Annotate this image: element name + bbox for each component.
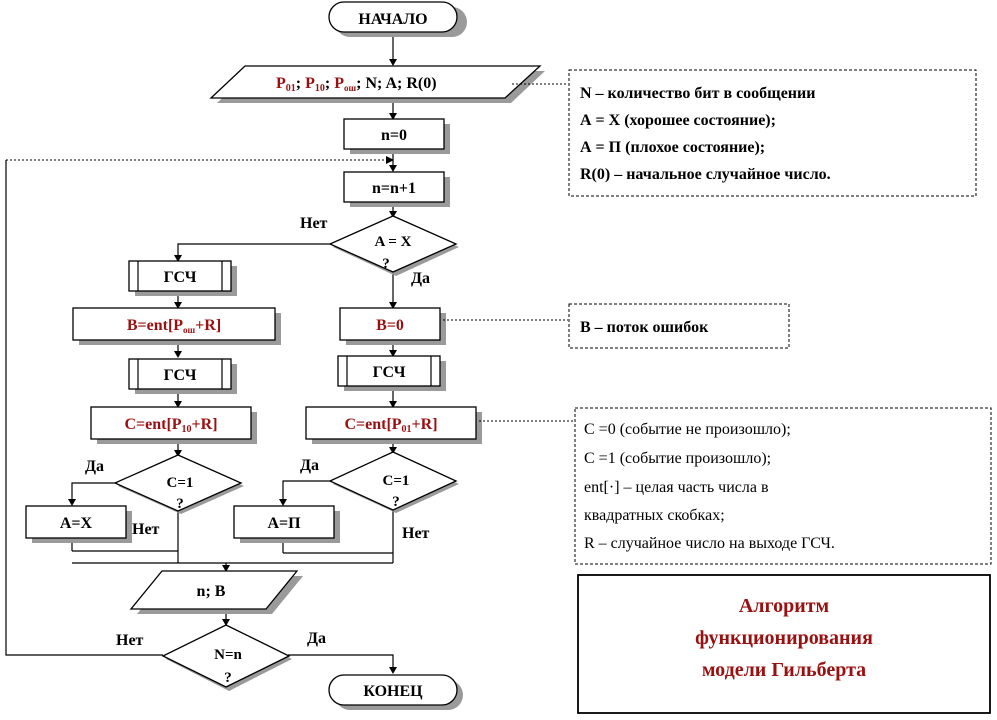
decision-event-q: ? [176, 496, 184, 512]
label-no-state: Нет [300, 215, 328, 232]
title-line: функционирования [695, 627, 873, 649]
label-yes-right: Да [300, 457, 319, 474]
increment-label: n=n+1 [372, 180, 416, 197]
decision-count-text: N=n [214, 647, 242, 663]
label-yes-state: Да [411, 270, 430, 287]
label-no-left: Нет [132, 521, 160, 538]
title-box: Алгоритм функционирования модели Гильбер… [577, 574, 991, 714]
rng-block-left-1: ГСЧ [128, 260, 237, 296]
label-yes-count: Да [307, 630, 326, 647]
label-no-right: Нет [402, 525, 430, 542]
right-error-formula: B=0 [376, 317, 404, 334]
connectors [5, 33, 394, 672]
start-label: НАЧАЛО [358, 11, 427, 28]
label-no-count: Нет [116, 632, 144, 649]
decision-count: N=n ? [161, 624, 292, 691]
set-bad-state-block: A=П [233, 505, 340, 543]
output-label: n; B [197, 583, 226, 600]
left-error-formula: B=ent[Pош+R] [127, 317, 221, 335]
note-line: С =1 (событие произошло); [584, 450, 771, 467]
note-line: квадратных скобках; [584, 507, 725, 524]
decision-event-q: ? [392, 494, 400, 510]
label-yes-left: Да [85, 458, 104, 475]
title-line: Алгоритм [739, 595, 829, 617]
note-error-stream: B – поток ошибок [568, 303, 790, 349]
decision-event-text: C=1 [167, 475, 194, 491]
note-line: С =0 (событие не произошло); [584, 421, 791, 438]
note-line: R – случайное число на выходе ГСЧ. [584, 535, 835, 552]
note-line: B – поток ошибок [580, 319, 709, 336]
set-good-state-label: A=X [60, 515, 93, 532]
note-definitions: С =0 (событие не произошло); С =1 (событ… [574, 407, 992, 565]
note-line: N – количество бит в сообщении [580, 85, 815, 102]
input-params: P01; P10; Pош; N; A; R(0) [276, 75, 437, 94]
right-event-formula: C=ent[P01+R] [344, 416, 437, 435]
init-block: n=0 [343, 118, 450, 154]
decision-state-q: ? [382, 256, 390, 272]
rng-label: ГСЧ [373, 364, 406, 381]
decision-event-text: C=1 [383, 473, 410, 489]
increment-block: n=n+1 [343, 171, 450, 207]
decision-event-left: C=1 ? [113, 454, 244, 514]
title-line: модели Гильберта [702, 659, 866, 681]
note-line: А = П (плохое состояние); [580, 139, 765, 156]
left-event-formula: C=ent[P10+R] [124, 416, 217, 435]
output-block: n; B [129, 570, 303, 614]
arrowheads [68, 59, 397, 674]
decision-state-text: A = X [375, 234, 412, 250]
rng-block-right: ГСЧ [337, 355, 446, 391]
decision-state: A = X ? [328, 215, 459, 276]
note-line: R(0) – начальное случайное число. [580, 166, 831, 183]
rng-block-left-2: ГСЧ [128, 358, 237, 394]
input-block: P01; P10; Pош; N; A; R(0) [209, 65, 545, 103]
init-label: n=0 [381, 127, 407, 144]
end-terminator: КОНЕЦ [328, 674, 463, 710]
note-line: А = Х (хорошее состояние); [580, 112, 776, 129]
start-terminator: НАЧАЛО [328, 1, 467, 37]
end-label: КОНЕЦ [363, 683, 423, 700]
decision-event-right: C=1 ? [328, 451, 459, 513]
decision-count-q: ? [224, 670, 232, 686]
set-good-state-block: A=X [25, 505, 132, 543]
right-event-block: C=ent[P01+R] [305, 406, 482, 444]
left-event-block: C=ent[P10+R] [90, 406, 257, 444]
left-error-block: B=ent[Pош+R] [72, 307, 281, 345]
right-error-block: B=0 [339, 307, 446, 345]
rng-label: ГСЧ [164, 367, 197, 384]
note-parameters: N – количество бит в сообщении А = Х (хо… [568, 69, 977, 197]
rng-label: ГСЧ [164, 269, 197, 286]
set-bad-state-label: A=П [267, 515, 301, 532]
note-line: ent[·] – целая часть числа в [584, 479, 769, 496]
